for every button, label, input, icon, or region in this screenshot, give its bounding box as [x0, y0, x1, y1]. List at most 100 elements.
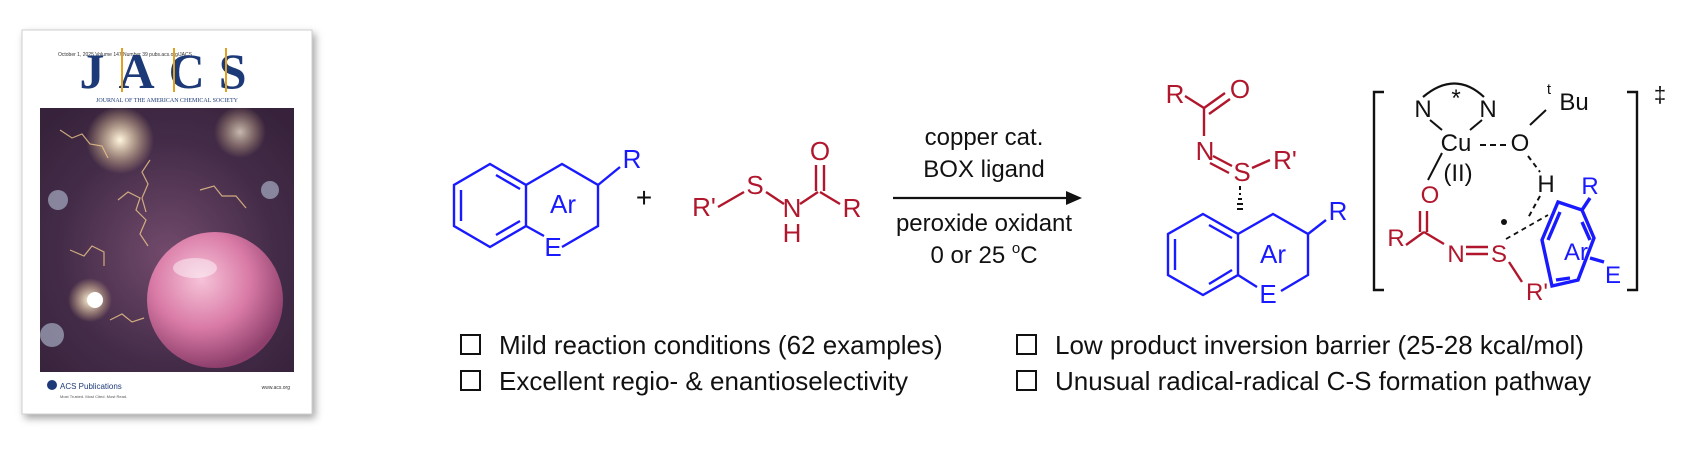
- product-heteroatom: E: [1259, 279, 1276, 309]
- reactant-sulfenamide: [717, 165, 841, 209]
- ts-tert-butoxy-oxygen: O: [1511, 130, 1530, 157]
- feature-text: Excellent regio- & enantioselectivity: [499, 366, 908, 396]
- ts-oxidation-state: (II): [1443, 160, 1472, 187]
- ts-acyl-group: [1405, 211, 1549, 283]
- r-bond: [1580, 197, 1592, 211]
- ts-ar: Ar: [1564, 239, 1588, 266]
- checkbox-icon: [1016, 370, 1037, 391]
- ts-sulfur: S: [1491, 241, 1507, 268]
- bond: [717, 190, 745, 209]
- product-substituent: R: [1329, 196, 1348, 226]
- bond: [799, 191, 819, 205]
- product-oxygen: O: [1230, 74, 1250, 104]
- double-bond: [1208, 223, 1233, 240]
- bond: [1184, 94, 1205, 110]
- cover-logo: JACS: [79, 43, 260, 99]
- cover-journal-name: JOURNAL OF THE AMERICAN CHEMICAL SOCIETY: [96, 98, 239, 104]
- condition-ligand: BOX ligand: [923, 156, 1044, 183]
- ts-chiral-star: *: [1451, 85, 1460, 112]
- carbonyl-bond: [1203, 92, 1226, 109]
- n-s-double-bond: [1209, 161, 1230, 175]
- double-bond: [1208, 268, 1233, 286]
- ts-e: E: [1605, 262, 1621, 289]
- ring-bond: [525, 224, 545, 238]
- ts-hydrogen: H: [1537, 171, 1554, 198]
- reactant2-sulfur: S: [746, 170, 763, 200]
- cover-issue-info: October 1, 2025 Volume 147 Number 39 pub…: [58, 52, 193, 58]
- product-sulfur: S: [1233, 157, 1250, 187]
- cover-publisher: ACS Publications: [60, 382, 122, 391]
- reactant-arene: [452, 162, 621, 249]
- ts-n-left: N: [1414, 96, 1431, 123]
- box-ligand-arc: [1422, 82, 1485, 98]
- bond: [765, 191, 785, 205]
- product-r-prime: R': [1273, 145, 1297, 175]
- product-arene: [1166, 212, 1327, 297]
- left-bracket: [1372, 90, 1384, 292]
- ts-coordination-bonds: [1427, 109, 1547, 219]
- benzo-ring: [1166, 212, 1240, 297]
- r-bond: [597, 166, 621, 186]
- condition-catalyst: copper cat.: [925, 124, 1044, 151]
- ts-n-right: N: [1479, 96, 1496, 123]
- right-bracket: [1627, 90, 1639, 292]
- light-glow: [87, 292, 103, 308]
- spacer: [1240, 212, 1273, 214]
- feature-item: Unusual radical-radical C-S formation pa…: [1016, 366, 1591, 397]
- ts-nitrogen: N: [1447, 241, 1464, 268]
- pink-sphere: [147, 232, 283, 368]
- ts-dagger: ‡: [1654, 82, 1666, 107]
- reactant2-oxygen: O: [810, 136, 830, 166]
- checkbox-icon: [1016, 334, 1037, 355]
- reactant2-r-prime: R': [692, 192, 716, 222]
- double-bond: [1580, 221, 1592, 241]
- reactant1-substituent: R: [623, 144, 642, 174]
- benzo-ring: [452, 162, 528, 249]
- condition-temperature: 0 or 25 oC: [930, 240, 1037, 269]
- ts-acyl-r: R: [1387, 225, 1404, 252]
- cover-website: www.acs.org: [262, 385, 291, 391]
- reactant2-nitrogen: N: [783, 193, 802, 223]
- product-nitrogen: N: [1196, 136, 1215, 166]
- product-ring-label: Ar: [1260, 239, 1286, 269]
- ring-bond: [1237, 273, 1258, 289]
- radical-dot: [1501, 219, 1507, 225]
- ts-butyl: Bu: [1559, 89, 1588, 116]
- ts-tert-superscript: t: [1547, 81, 1552, 98]
- ts-copper: Cu: [1441, 130, 1472, 157]
- cover-footer: [40, 372, 294, 406]
- feature-text: Mild reaction conditions (62 examples): [499, 330, 943, 360]
- feature-text: Low product inversion barrier (25-28 kca…: [1055, 330, 1584, 360]
- reactant2-hydrogen: H: [783, 218, 802, 248]
- bond: [1251, 158, 1271, 170]
- condition-oxidant: peroxide oxidant: [896, 210, 1072, 237]
- ts-brackets: [1372, 90, 1639, 292]
- double-bond: [1546, 211, 1562, 241]
- n-s-double-bond: [1212, 154, 1233, 168]
- double-bond: [495, 219, 521, 237]
- reactant1-heteroatom: E: [544, 232, 561, 262]
- reactant1-ring-label: Ar: [550, 189, 576, 219]
- r-bond: [1307, 219, 1327, 235]
- product-r-acyl: R: [1166, 79, 1185, 109]
- double-bond: [1555, 276, 1571, 282]
- sphere-highlight: [173, 258, 217, 278]
- ts-r-prime: R': [1526, 279, 1548, 306]
- light-glow: [86, 106, 154, 174]
- arrow-head-icon: [1066, 191, 1082, 205]
- journal-cover: October 1, 2025 Volume 147 Number 39 pub…: [21, 29, 313, 415]
- ring-bond: [1589, 256, 1605, 264]
- cover-publisher-tagline: Most Trusted. Most Cited. Most Read.: [60, 394, 127, 399]
- light-glow: [214, 106, 266, 158]
- ts-arene: [1540, 197, 1605, 289]
- ts-acyl-oxygen: O: [1421, 182, 1440, 209]
- ts-ring-r: R: [1581, 173, 1598, 200]
- feature-item: Excellent regio- & enantioselectivity: [460, 366, 908, 397]
- product-acyl-group: [1184, 92, 1271, 175]
- feature-item: Low product inversion barrier (25-28 kca…: [1016, 330, 1584, 361]
- carbonyl-bond: [1208, 98, 1231, 115]
- feature-item: Mild reaction conditions (62 examples): [460, 330, 943, 361]
- acs-logo-icon: [47, 380, 57, 390]
- feature-text: Unusual radical-radical C-S formation pa…: [1055, 366, 1592, 396]
